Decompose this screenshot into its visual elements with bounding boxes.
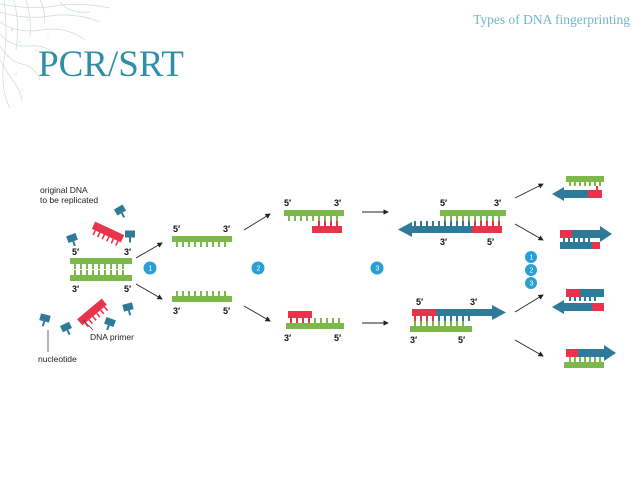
- label-dna-primer: DNA primer: [90, 332, 134, 342]
- end-label-3prime: 3′: [494, 198, 501, 208]
- end-label-3prime: 3′: [223, 224, 230, 234]
- end-label-5prime: 5′: [223, 306, 230, 316]
- annealed-top-strand: [284, 210, 344, 233]
- step-badge-2: 2: [251, 261, 265, 275]
- end-label-5prime: 5′: [416, 297, 423, 307]
- leader-line: [82, 319, 94, 331]
- corner-decoration: [0, 0, 110, 109]
- step-number: 3: [376, 266, 380, 273]
- original-dna-strand: [70, 258, 132, 281]
- nucleotide-icon: [59, 321, 75, 337]
- end-label-3prime: 3′: [124, 247, 131, 257]
- extended-top-duplex: [398, 210, 506, 237]
- end-label-5prime: 5′: [72, 247, 79, 257]
- primer-icon: [77, 298, 111, 330]
- separated-bottom-strand: [172, 291, 232, 302]
- arrow: [135, 283, 163, 300]
- step-number: 1: [149, 266, 153, 273]
- step-number: 2: [257, 266, 261, 273]
- end-label-3prime: 3′: [173, 306, 180, 316]
- label-nucleotide: nucleotide: [38, 354, 77, 364]
- separated-top-strand: [172, 236, 232, 247]
- arrow: [243, 213, 271, 231]
- end-label-5prime: 5′: [284, 198, 291, 208]
- end-label-3prime: 3′: [470, 297, 477, 307]
- label-original-dna-line2: to be replicated: [40, 195, 98, 205]
- step-number: 3: [530, 281, 534, 288]
- arrow: [243, 305, 271, 322]
- nucleotide-icon: [66, 233, 80, 248]
- nucleotide-icon: [125, 230, 135, 243]
- nucleotide-icon: [122, 302, 136, 317]
- annealed-bottom-strand: [286, 311, 344, 329]
- nucleotide-icon: [113, 204, 129, 220]
- arrow: [514, 294, 544, 313]
- end-label-5prime: 5′: [124, 284, 131, 294]
- step-badge-3: 3: [370, 261, 384, 275]
- step-number: 2: [530, 268, 534, 275]
- primer-icon: [89, 221, 125, 247]
- arrow: [514, 223, 544, 241]
- nucleotide-icon: [37, 313, 51, 328]
- slide-subtitle: Types of DNA fingerprinting: [473, 12, 630, 27]
- product-duplex-2: [560, 226, 612, 249]
- slide-title: PCR/SRT: [38, 44, 184, 85]
- step-badge-stack: 1 2 3: [525, 251, 537, 289]
- end-label-3prime: 3′: [72, 284, 79, 294]
- end-label-5prime: 5′: [487, 237, 494, 247]
- end-label-5prime: 5′: [458, 335, 465, 345]
- end-label-5prime: 5′: [440, 198, 447, 208]
- product-duplex-1: [552, 176, 604, 201]
- arrow: [514, 183, 544, 199]
- extended-bottom-duplex: [410, 305, 506, 332]
- product-duplex-3: [552, 289, 604, 314]
- end-label-3prime: 3′: [334, 198, 341, 208]
- end-label-3prime: 3′: [284, 333, 291, 343]
- end-label-3prime: 3′: [410, 335, 417, 345]
- step-number: 1: [530, 255, 534, 262]
- arrow: [135, 242, 163, 259]
- nucleotide-icon: [102, 317, 116, 332]
- end-label-5prime: 5′: [173, 224, 180, 234]
- step-badge-1: 1: [143, 261, 157, 275]
- product-duplex-4: [564, 345, 616, 368]
- label-original-dna: original DNA to be replicated: [40, 185, 98, 205]
- arrow: [514, 339, 544, 357]
- label-original-dna-line1: original DNA: [40, 185, 88, 195]
- end-label-5prime: 5′: [334, 333, 341, 343]
- end-label-3prime: 3′: [440, 237, 447, 247]
